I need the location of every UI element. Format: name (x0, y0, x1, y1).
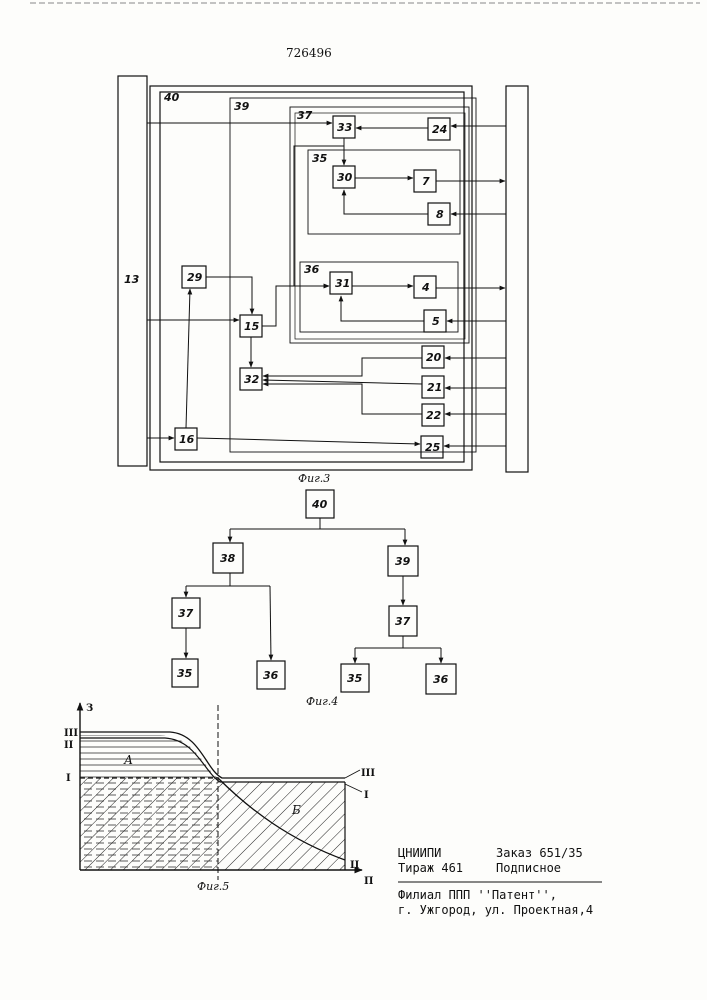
label-frame-40: 40 (163, 91, 180, 104)
label-31: 31 (335, 277, 350, 290)
bus-right (506, 86, 528, 472)
figure-3-connections (147, 123, 506, 446)
label-32: 32 (244, 373, 260, 386)
label-4: 4 (421, 281, 430, 294)
label-y-axis: З (86, 703, 93, 714)
label-frame-37: 37 (297, 109, 313, 122)
label-7: 7 (422, 175, 430, 188)
label-8: 8 (436, 208, 444, 221)
label-node-37-right: 37 (395, 615, 411, 628)
imprint-subscription: Подписное (496, 861, 561, 875)
figure-5: З П III II I III I II А Б Фиг.5 (64, 703, 375, 893)
label-node-36-left: 36 (263, 669, 279, 682)
imprint-branch: Филиал ППП ''Патент'', (398, 888, 557, 902)
label-frame-36: 36 (304, 263, 320, 276)
label-30: 30 (337, 171, 353, 184)
figure-4 (172, 490, 456, 694)
label-node-35-right: 35 (347, 672, 363, 685)
label-right-II: II (350, 860, 360, 871)
patent-number: 726496 (286, 46, 332, 60)
label-frame-35: 35 (312, 152, 328, 165)
label-22: 22 (426, 409, 442, 422)
label-left-III: III (64, 728, 78, 739)
imprint-circulation: Тираж 461 (398, 861, 463, 875)
bus-13 (118, 76, 147, 466)
label-x-axis: П (364, 876, 373, 887)
label-bus-13: 13 (124, 273, 140, 286)
imprint-org: ЦНИИПИ (398, 846, 441, 860)
figure-4-edges (186, 518, 441, 663)
caption-fig-4: Фиг.4 (306, 695, 338, 708)
caption-fig-3: Фиг.3 (298, 472, 330, 485)
label-24: 24 (432, 123, 447, 136)
label-29: 29 (187, 271, 203, 284)
label-33: 33 (337, 121, 353, 134)
imprint-order: Заказ 651/35 (496, 846, 583, 860)
caption-fig-5: Фиг.5 (197, 880, 229, 893)
label-15: 15 (244, 320, 260, 333)
label-node-39: 39 (395, 555, 411, 568)
label-node-36-right: 36 (433, 673, 449, 686)
frame-39 (230, 98, 476, 452)
leader-III (345, 770, 360, 778)
label-left-II: II (64, 740, 74, 751)
label-right-I: I (364, 790, 369, 801)
label-region-a: А (123, 753, 133, 767)
label-16: 16 (179, 433, 195, 446)
frame-37-inner (295, 113, 465, 339)
label-left-I: I (66, 773, 71, 784)
label-21: 21 (427, 381, 442, 394)
label-25: 25 (425, 441, 441, 454)
imprint-address: г. Ужгород, ул. Проектная,4 (398, 903, 593, 917)
label-5: 5 (432, 315, 440, 328)
figure-3 (118, 76, 528, 472)
frame-35 (308, 150, 460, 234)
label-right-III: III (361, 768, 375, 779)
leader-I (345, 784, 362, 792)
label-node-40: 40 (311, 498, 328, 511)
label-region-b: Б (291, 803, 301, 817)
label-node-38: 38 (220, 552, 236, 565)
label-node-37-left: 37 (178, 607, 194, 620)
label-node-35-left: 35 (177, 667, 193, 680)
label-20: 20 (426, 351, 442, 364)
label-frame-39: 39 (234, 100, 250, 113)
